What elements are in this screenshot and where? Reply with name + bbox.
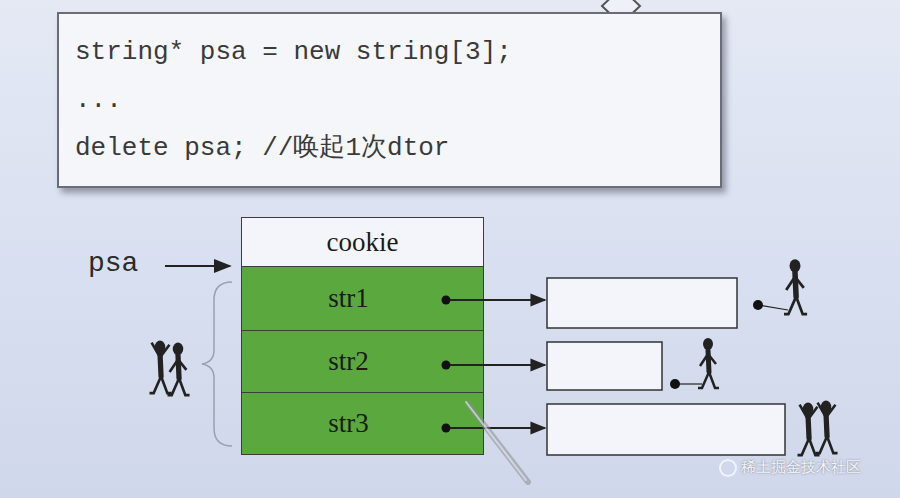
ball [670,379,680,389]
string-cell: str2 [241,330,484,393]
code-line: delete psa; //唤起1次dtor [75,124,704,172]
cell-label: str3 [328,408,369,439]
pointer-name: psa [88,248,138,279]
stick-figure [798,403,820,456]
code-box: string* psa = new string[3];...delete ps… [57,12,722,188]
stick-figure [150,341,172,394]
ball [753,300,763,310]
stick-figure [698,338,719,388]
cell-label: cookie [327,227,399,258]
watermark: 稀土掘金技术社区 [741,458,861,477]
heap-buffer [547,404,785,455]
stick-figures [150,259,838,455]
stick-figure [168,343,190,396]
heap-buffer [547,342,662,390]
code-line: string* psa = new string[3]; [75,28,704,76]
string-cell: str3 [241,392,484,455]
code-line: ... [75,76,704,124]
cell-label: str1 [328,283,369,314]
brace [202,282,232,446]
stick-figure [816,401,838,454]
heap-buffer [547,278,737,328]
watermark-icon [720,460,736,476]
string-cell: str1 [241,266,484,331]
stick-figure [784,259,807,314]
pointer-arrow [165,265,230,267]
cell-label: str2 [328,346,369,377]
cookie-cell: cookie [241,217,484,267]
